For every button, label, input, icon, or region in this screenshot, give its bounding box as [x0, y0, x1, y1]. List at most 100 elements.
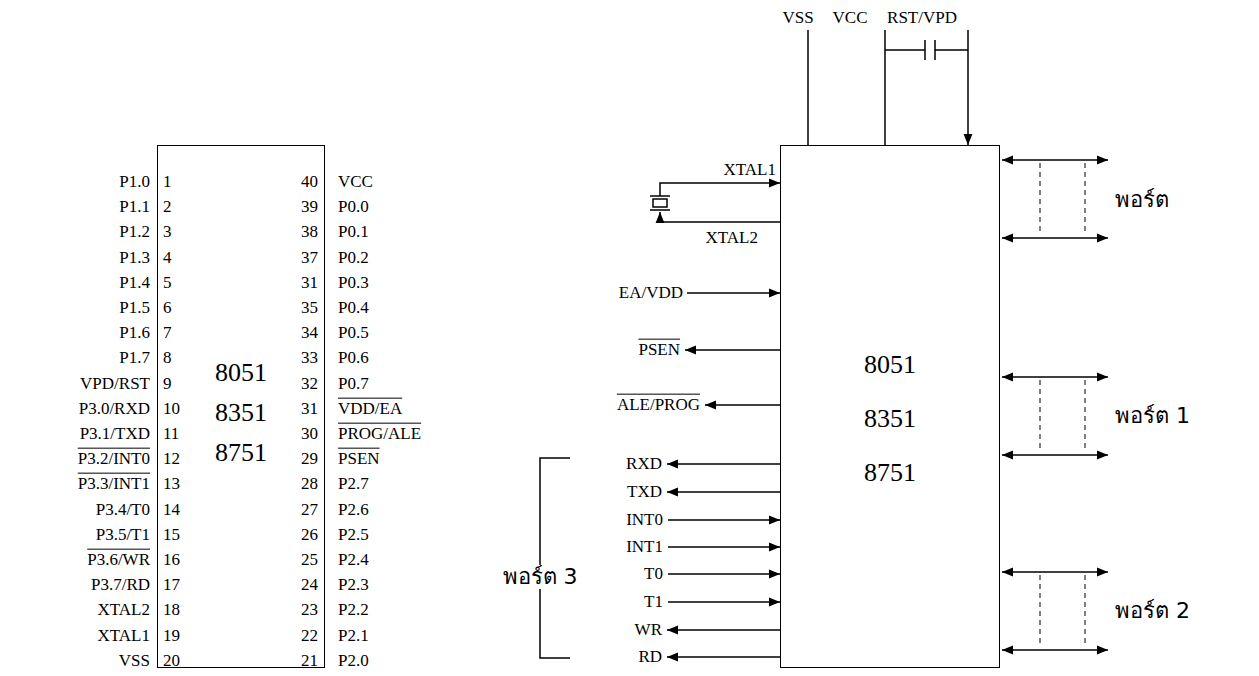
pin-number: 40 — [301, 173, 318, 192]
pin-name: P0.4 — [338, 299, 369, 318]
pin-name: VCC — [338, 173, 373, 192]
chip-box: 8051 8351 8751 — [157, 145, 325, 668]
pin-number: 30 — [301, 425, 318, 444]
port-arrow — [1002, 649, 1108, 651]
pin-name: P1.2 — [119, 223, 150, 242]
pin-name: XTAL1 — [98, 626, 150, 645]
pin-number: 17 — [163, 576, 180, 595]
pin-number: 23 — [301, 601, 318, 620]
crystal-symbol — [653, 199, 667, 207]
pin-number: 5 — [163, 273, 172, 292]
pin-name: P1.5 — [119, 299, 150, 318]
port-arrow — [1002, 571, 1108, 573]
pin-name: PSEN — [338, 450, 380, 469]
pin-number: 39 — [301, 198, 318, 217]
pin-number: 13 — [163, 475, 180, 494]
t1-arrow — [668, 601, 780, 603]
pin-number: 10 — [163, 399, 180, 418]
pin-name: P3.5/T1 — [96, 525, 150, 544]
pin-number: 29 — [301, 450, 318, 469]
pin-name: P3.4/T0 — [96, 500, 150, 519]
pin-number: 18 — [163, 601, 180, 620]
pin-number: 22 — [301, 626, 318, 645]
pin-name: VPD/RST — [80, 374, 150, 393]
pin-number: 37 — [301, 248, 318, 267]
port-arrow — [1002, 237, 1108, 239]
pin-number: 31 — [301, 399, 318, 418]
pin-name: P3.3/INT1 — [78, 475, 150, 494]
port-label: พอร์ต 3 — [500, 565, 581, 589]
pin-name: P3.0/RXD — [79, 399, 150, 418]
pin-number: 2 — [163, 198, 172, 217]
pin-name: P0.6 — [338, 349, 369, 368]
signal-name: T0 — [644, 565, 663, 584]
pin-name: P2.1 — [338, 626, 369, 645]
pin-name: P2.3 — [338, 576, 369, 595]
port-arrow — [1002, 454, 1108, 456]
signal-name: ALE/PROG — [617, 396, 700, 415]
signal-name: VCC — [833, 9, 868, 28]
pin-number: 11 — [163, 425, 179, 444]
chip-name: 8051 8351 8751 — [854, 338, 926, 500]
pin-name: VDD/EA — [338, 399, 402, 418]
pin-number: 24 — [301, 576, 318, 595]
port-label: พอร์ต — [1115, 188, 1169, 212]
port-label: พอร์ต 1 — [1115, 404, 1190, 428]
pin-name: P0.0 — [338, 198, 369, 217]
xtal2-wire — [660, 212, 780, 222]
signal-name: RST/VPD — [887, 9, 957, 28]
pin-number: 35 — [301, 299, 318, 318]
pin-name: P2.4 — [338, 551, 369, 570]
port-label: พอร์ต 2 — [1115, 599, 1190, 623]
rxd-arrow — [667, 463, 780, 465]
xtal1-wire — [660, 183, 780, 196]
pin-name: P0.3 — [338, 273, 369, 292]
pin-number: 9 — [163, 374, 172, 393]
port-bus-dashes — [1040, 163, 1085, 647]
pin-name: P1.0 — [119, 173, 150, 192]
signal-name: XTAL1 — [724, 161, 776, 180]
pin-number: 38 — [301, 223, 318, 242]
vss-wire — [807, 30, 809, 145]
pin-name: VSS — [119, 651, 150, 670]
pin-number: 25 — [301, 551, 318, 570]
pin-number: 34 — [301, 324, 318, 343]
signal-name: TXD — [627, 483, 662, 502]
t0-arrow — [668, 573, 780, 575]
rd-arrow — [667, 656, 780, 658]
rst-wire — [967, 30, 969, 145]
pin-number: 14 — [163, 500, 180, 519]
capacitor-symbol — [885, 40, 968, 60]
pin-number: 12 — [163, 450, 180, 469]
port-arrow — [1002, 376, 1108, 378]
pin-name: P3.1/TXD — [80, 425, 150, 444]
pin-name: P0.2 — [338, 248, 369, 267]
pin-number: 4 — [163, 248, 172, 267]
pin-name: P1.3 — [119, 248, 150, 267]
pin-number: 33 — [301, 349, 318, 368]
pin-name: P2.5 — [338, 525, 369, 544]
pin-number: 6 — [163, 299, 172, 318]
pin-number: 21 — [301, 651, 318, 670]
signal-name: WR — [635, 621, 662, 640]
pin-number: 26 — [301, 525, 318, 544]
pin-name: P3.6/WR — [87, 551, 150, 570]
pin-number: 1 — [163, 173, 172, 192]
chip-box: 8051 8351 8751 — [780, 145, 1000, 668]
pin-number: 19 — [163, 626, 180, 645]
pin-name: P1.7 — [119, 349, 150, 368]
pin-number: 31 — [301, 273, 318, 292]
signal-name: INT1 — [626, 538, 663, 557]
pin-name: P3.7/RD — [91, 576, 150, 595]
pin-name: P1.4 — [119, 273, 150, 292]
int0-arrow — [668, 519, 780, 521]
pin-number: 3 — [163, 223, 172, 242]
psen-arrow — [685, 349, 780, 351]
int1-arrow — [668, 546, 780, 548]
txd-arrow — [667, 491, 780, 493]
ale-arrow — [705, 404, 780, 406]
port-arrow — [1002, 159, 1108, 161]
pin-number: 28 — [301, 475, 318, 494]
